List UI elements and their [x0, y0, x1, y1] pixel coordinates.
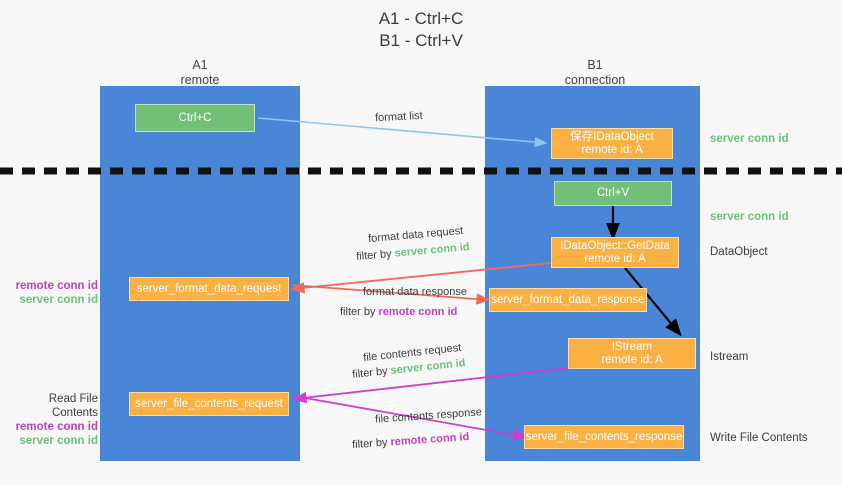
box-idataobject-getdata[interactable]: IDataObject::GetData remote id: A — [551, 237, 679, 268]
column-header-a1-name: A1 — [192, 58, 208, 72]
box-server-format-data-request[interactable]: server_format_data_request — [129, 277, 289, 301]
filter-value-1: server conn id — [394, 241, 471, 260]
box-istream[interactable]: IStream remote id: A — [568, 338, 696, 369]
box-server-file-contents-request-label: server_file_contents_request — [135, 397, 283, 410]
column-header-b1-name: B1 — [587, 58, 603, 72]
page-title: A1 - Ctrl+C B1 - Ctrl+V — [0, 8, 842, 52]
annotation-dataobject: DataObject — [710, 246, 768, 258]
edge-label-format-list: format list — [374, 109, 423, 125]
filter-value-2: remote conn id — [378, 306, 458, 318]
column-header-a1-sub: remote — [180, 73, 220, 87]
column-header-b1: B1 connection — [515, 58, 675, 88]
box-istream-line2: remote id: A — [601, 353, 663, 366]
filter-value-4: remote conn id — [390, 430, 470, 449]
box-ctrl-c[interactable]: Ctrl+C — [135, 104, 255, 132]
annotation-istream: Istream — [710, 351, 749, 363]
annotation-server-conn-id-top: server conn id — [710, 133, 789, 145]
annotation-write-file-contents: Write File Contents — [710, 432, 808, 444]
edge-label-format-data-response-filter: filter by remote conn id — [340, 305, 457, 319]
box-ctrl-c-label: Ctrl+C — [178, 111, 212, 124]
filter-prefix-1: filter by — [355, 247, 396, 263]
filter-prefix-4: filter by — [351, 436, 391, 452]
left-annotation-read-file-contents: Read File Contents — [48, 393, 98, 419]
title-line-2: B1 - Ctrl+V — [379, 31, 463, 50]
box-idataobject-top-line2: remote id: A — [581, 143, 643, 156]
box-server-format-data-response-label: server_format_data_response — [491, 293, 645, 306]
box-ctrl-v-label: Ctrl+V — [596, 187, 630, 199]
left-annotation-group-1: remote conn id server conn id — [8, 279, 98, 307]
box-istream-line1: IStream — [611, 340, 653, 353]
edge-label-file-contents-response-filter: filter by remote conn id — [352, 430, 470, 452]
box-ctrl-v[interactable]: Ctrl+V — [554, 181, 672, 206]
left-annotation-server-conn-id-1: server conn id — [19, 294, 98, 306]
box-getdata-line2: remote id: A — [584, 252, 646, 265]
edge-label-format-data-response: format data response — [363, 286, 467, 298]
column-header-a1: A1 remote — [120, 58, 280, 88]
title-line-1: A1 - Ctrl+C — [378, 9, 464, 28]
box-idataobject-top[interactable]: 保存IDataObject remote id: A — [551, 128, 673, 159]
left-annotation-remote-conn-id-2: remote conn id — [15, 421, 98, 433]
edge-label-file-contents-response: file contents response — [374, 406, 483, 426]
left-annotation-remote-conn-id-1: remote conn id — [15, 280, 98, 292]
annotation-server-conn-id-second: server conn id — [710, 211, 789, 223]
filter-prefix-3: filter by — [351, 364, 392, 381]
box-server-file-contents-response[interactable]: server_file_contents_response — [524, 425, 684, 449]
left-annotation-group-2: Read File Contents remote conn id server… — [4, 392, 98, 448]
box-server-format-data-request-label: server_format_data_request — [136, 282, 282, 295]
column-header-b1-sub: connection — [564, 73, 626, 87]
filter-prefix-2: filter by — [340, 306, 379, 318]
box-server-format-data-response[interactable]: server_format_data_response — [489, 288, 647, 312]
left-annotation-server-conn-id-2: server conn id — [19, 435, 98, 447]
box-server-file-contents-response-label: server_file_contents_response — [525, 430, 683, 443]
box-getdata-line1: IDataObject::GetData — [560, 239, 670, 252]
box-idataobject-top-line1: 保存IDataObject — [570, 130, 654, 143]
box-server-file-contents-request[interactable]: server_file_contents_request — [129, 392, 289, 416]
